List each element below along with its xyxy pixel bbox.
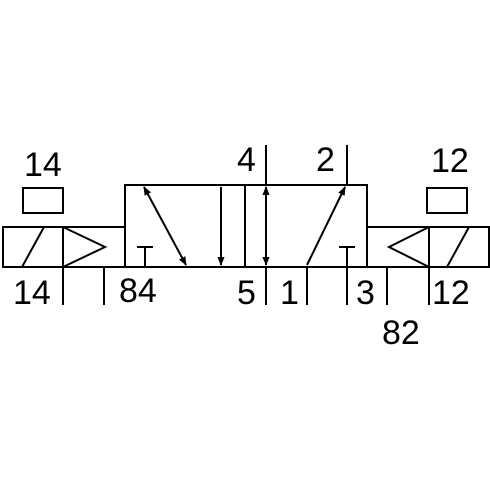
label-port-82: 82 xyxy=(382,314,420,352)
port-labels: 14 14 84 4 2 5 1 3 82 12 12 xyxy=(13,141,470,352)
valve-left-square xyxy=(124,184,246,268)
right-actuator xyxy=(366,187,490,305)
left-pilot-triangle xyxy=(62,226,108,268)
port-lines xyxy=(265,145,348,305)
left-coil-line xyxy=(21,226,45,268)
right-pilot-triangle xyxy=(386,226,430,268)
right-diagonal-flow-arrow xyxy=(306,186,346,266)
label-port-3: 3 xyxy=(356,274,375,312)
label-port-4: 4 xyxy=(237,141,256,179)
label-port-1: 1 xyxy=(280,274,299,312)
valve-body xyxy=(124,184,368,268)
label-top-left-14: 14 xyxy=(24,146,62,184)
left-diagonal-flow-arrow xyxy=(143,186,187,266)
label-bottom-left-14: 14 xyxy=(13,274,51,312)
right-manual-override xyxy=(426,187,468,214)
left-manual-override xyxy=(22,187,64,214)
valve-right-square xyxy=(244,184,368,268)
label-port-84: 84 xyxy=(119,272,157,310)
label-port-5: 5 xyxy=(237,274,256,312)
label-bottom-right-12: 12 xyxy=(432,274,470,312)
right-coil-line xyxy=(446,226,470,268)
label-top-right-12: 12 xyxy=(431,142,469,180)
label-port-2: 2 xyxy=(316,141,335,179)
